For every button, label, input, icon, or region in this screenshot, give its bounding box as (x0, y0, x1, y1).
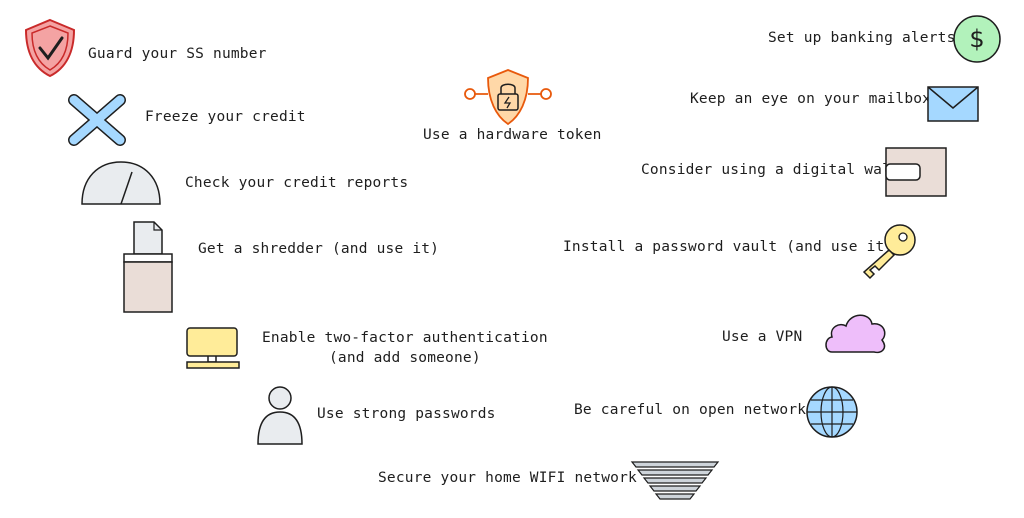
credit-gauge-icon (80, 158, 162, 210)
tip-shredder: Get a shredder (and use it) (198, 241, 440, 257)
tip-open-networks: Be careful on open networks (574, 402, 816, 418)
tip-freeze-credit: Freeze your credit (145, 109, 306, 125)
key-icon (858, 222, 920, 284)
tip-vpn: Use a VPN (722, 329, 803, 345)
envelope-icon (926, 84, 982, 128)
tip-home-wifi: Secure your home WIFI network (378, 470, 637, 486)
tip-strong-passwords: Use strong passwords (317, 406, 496, 422)
tip-password-vault: Install a password vault (and use it) (563, 239, 894, 255)
tip-two-factor-line1: Enable two-factor authentication (262, 330, 548, 346)
dollar-coin-icon: $ (952, 14, 1002, 68)
tip-two-factor: Enable two-factor authentication (and ad… (262, 329, 548, 368)
tip-check-reports: Check your credit reports (185, 175, 409, 191)
tip-two-factor-line2: (and add someone) (328, 349, 481, 366)
globe-icon (804, 384, 860, 444)
wallet-icon (884, 146, 950, 202)
shield-check-icon (22, 16, 78, 84)
tip-banking-alerts: Set up banking alerts (768, 30, 956, 46)
tip-guard-ssn: Guard your SS number (88, 46, 267, 62)
person-icon (254, 384, 306, 450)
svg-text:$: $ (969, 25, 984, 53)
tip-mailbox: Keep an eye on your mailbox (690, 91, 932, 107)
wifi-icon (630, 458, 720, 506)
hardware-token-icon (462, 66, 554, 132)
tip-hardware-token: Use a hardware token (423, 127, 602, 143)
tip-digital-wallet: Consider using a digital wallet (641, 162, 918, 178)
x-cross-icon (68, 94, 126, 150)
computer-icon (184, 325, 242, 375)
shredder-icon (120, 218, 176, 320)
cloud-icon (822, 308, 890, 360)
